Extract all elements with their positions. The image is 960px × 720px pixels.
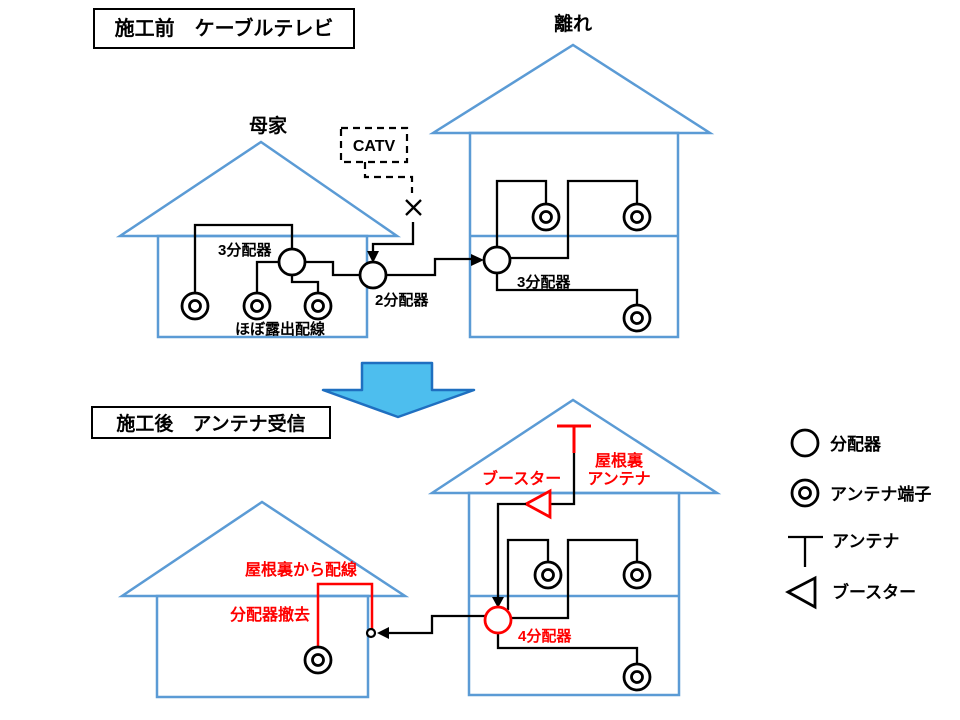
after-main-house — [117, 500, 410, 699]
legend-splitter-label: 分配器 — [830, 435, 882, 454]
two-way-splitter-label: 2分配器 — [375, 292, 429, 309]
splitter-removed-label: 分配器撤去 — [230, 605, 310, 624]
wire-antenna-to-booster — [550, 453, 576, 506]
after-title: 施工後 アンテナ受信 — [116, 412, 305, 435]
antenna-terminal-icon — [242, 291, 272, 321]
antenna-terminal-icon — [303, 645, 333, 675]
after-main-house-wiring: 屋根裏から配線 分配器撤去 — [230, 560, 377, 675]
catv-label: CATV — [353, 138, 396, 155]
booster-icon — [523, 488, 552, 520]
main-house-label: 母家 — [249, 114, 288, 137]
catv-feed: CATV — [339, 126, 422, 263]
antenna-terminal-icon — [303, 291, 333, 321]
before-main-house-roof — [115, 140, 402, 238]
catv-dashed-line — [363, 162, 414, 193]
splitter-4way-icon — [483, 605, 513, 635]
antenna-terminal-icon — [531, 202, 561, 232]
legend-antenna-label: アンテナ — [832, 532, 899, 551]
antenna-terminal-icon — [180, 291, 210, 321]
main-splitter-label: 3分配器 — [218, 242, 272, 259]
splitter-2way-icon — [358, 260, 388, 290]
annex-label: 離れ — [554, 12, 592, 35]
annex-wire-terminal2 — [510, 538, 639, 620]
attic-antenna-label-line2: アンテナ — [587, 470, 650, 488]
before-annex-roof — [428, 43, 715, 135]
after-annex-wiring: 4分配器 — [377, 502, 652, 692]
wire-house-to-annex — [386, 257, 472, 277]
antenna-terminal-icon — [622, 560, 652, 590]
antenna-terminal-icon — [622, 202, 652, 232]
wire-annex-to-main-house — [388, 614, 485, 635]
arrowhead-into-annex-splitter — [471, 254, 484, 266]
after-main-house-body — [155, 594, 370, 699]
antenna-terminal-icon — [622, 303, 652, 333]
after-main-house-roof — [117, 500, 410, 598]
wire-left-terminal — [193, 223, 294, 293]
legend-item-splitter: 分配器 — [790, 428, 882, 458]
annex-splitter-label: 3分配器 — [517, 274, 571, 291]
legend: 分配器 アンテナ端子 アンテナ ブースター — [785, 428, 931, 610]
booster-legend-icon — [785, 575, 817, 610]
legend-item-antenna-terminal: アンテナ端子 — [790, 478, 931, 508]
legend-item-antenna: アンテナ — [788, 532, 899, 567]
annex-wire-terminal1 — [495, 179, 548, 247]
wire-middle-terminal — [255, 260, 279, 293]
catv-box — [339, 126, 409, 164]
junction-connector-icon — [365, 627, 377, 639]
annex-wire-terminal1 — [506, 538, 550, 610]
annex-wire-terminal3 — [495, 273, 639, 305]
arrowhead-into-junction — [377, 627, 389, 639]
after-annex-body — [467, 491, 681, 697]
splitter-3way-annex-icon — [482, 245, 512, 275]
before-annex-wiring: 3分配器 — [386, 179, 652, 333]
attic-antenna-group: ブースター 屋根裏 アンテナ — [482, 424, 651, 520]
four-way-splitter-label: 4分配器 — [518, 628, 572, 645]
catv-drop-wire — [371, 222, 415, 252]
before-title-border — [93, 8, 355, 49]
legend-booster-label: ブースター — [832, 582, 916, 602]
splitter-legend-icon — [790, 428, 820, 458]
attic-wiring-label: 屋根裏から配線 — [245, 560, 357, 579]
annex-wire-terminal2 — [510, 179, 639, 260]
after-title-border — [91, 406, 331, 439]
wire-right-terminal — [290, 275, 320, 293]
legend-item-booster: ブースター — [785, 575, 916, 610]
attic-red-wire — [316, 582, 374, 647]
wire-booster-to-splitter — [496, 502, 526, 598]
antenna-terminal-icon — [533, 560, 563, 590]
exposed-wiring-label: ほぼ露出配線 — [235, 320, 325, 338]
antenna-terminal-icon — [622, 662, 652, 692]
before-section: 施工前 ケーブルテレビ 母家 離れ CATV — [93, 8, 715, 339]
legend-antenna-terminal-label: アンテナ端子 — [830, 484, 931, 504]
before-main-house-wiring: 3分配器 2分配器 ほぼ露出配線 — [180, 223, 429, 338]
attic-antenna-label-line1: 屋根裏 — [595, 451, 644, 470]
before-annex-house — [428, 43, 715, 339]
before-title-box: 施工前 ケーブルテレビ — [93, 8, 355, 49]
before-title: 施工前 ケーブルテレビ — [115, 16, 334, 40]
after-section: 施工後 アンテナ受信 ブースター 屋根裏 アンテナ — [91, 398, 722, 699]
wire-to-2way-splitter — [305, 260, 360, 277]
splitter-3way-main-icon — [277, 247, 307, 277]
arrowhead-into-2way-splitter — [367, 251, 379, 263]
transition-down-arrow — [321, 361, 476, 419]
annex-wire-terminal3 — [496, 633, 639, 664]
antenna-terminal-legend-icon — [790, 478, 820, 508]
arrowhead-into-4way-splitter — [492, 597, 504, 608]
booster-label: ブースター — [482, 469, 561, 488]
antenna-legend-icon — [788, 535, 823, 567]
after-title-box: 施工後 アンテナ受信 — [91, 406, 331, 439]
disconnect-x-icon — [405, 199, 422, 216]
